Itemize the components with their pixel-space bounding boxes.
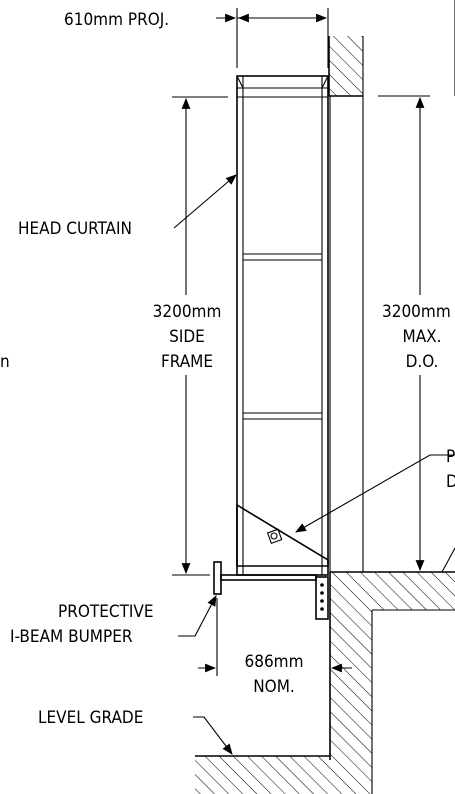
- head-curtain-label: HEAD CURTAIN: [18, 219, 132, 239]
- door-opening-value: 3200mm: [382, 302, 451, 322]
- bumper-distance-value: 686mm: [245, 652, 304, 672]
- bumper-distance-dimension: [198, 598, 352, 676]
- dock-foundation: [329, 571, 455, 794]
- level-grade-label: LEVEL GRADE: [38, 708, 143, 728]
- level-grade-leader: [193, 716, 233, 755]
- bumper-line1: PROTECTIVE: [58, 602, 154, 622]
- door-opening-line2: D.O.: [406, 352, 439, 372]
- bumper-distance-note: NOM.: [253, 677, 295, 697]
- projection-dimension: [216, 8, 329, 68]
- side-frame-line2: FRAME: [161, 352, 213, 372]
- pad-leader: [295, 454, 455, 533]
- pad-label-fragment-2: D: [446, 472, 455, 492]
- projection-label: 610mm PROJ.: [64, 10, 169, 30]
- door-opening-dimension: [378, 95, 430, 572]
- dock-leader: [441, 547, 455, 573]
- bumper-leader: [178, 595, 217, 637]
- pad-label-fragment-1: P: [446, 447, 455, 467]
- side-frame-dimension: [172, 96, 228, 576]
- wear-pad: [236, 503, 329, 567]
- door-opening-line1: MAX.: [403, 327, 442, 347]
- bumper-line2: I-BEAM BUMPER: [10, 627, 133, 647]
- left-label-fragment: n: [0, 352, 10, 372]
- building-wall: [328, 0, 455, 572]
- level-grade-ground: [195, 755, 330, 794]
- side-frame: [236, 75, 329, 576]
- i-beam-bumper: [213, 561, 329, 620]
- side-frame-value: 3200mm: [153, 302, 222, 322]
- side-frame-line1: SIDE: [169, 327, 205, 347]
- head-curtain-leader: [173, 174, 237, 229]
